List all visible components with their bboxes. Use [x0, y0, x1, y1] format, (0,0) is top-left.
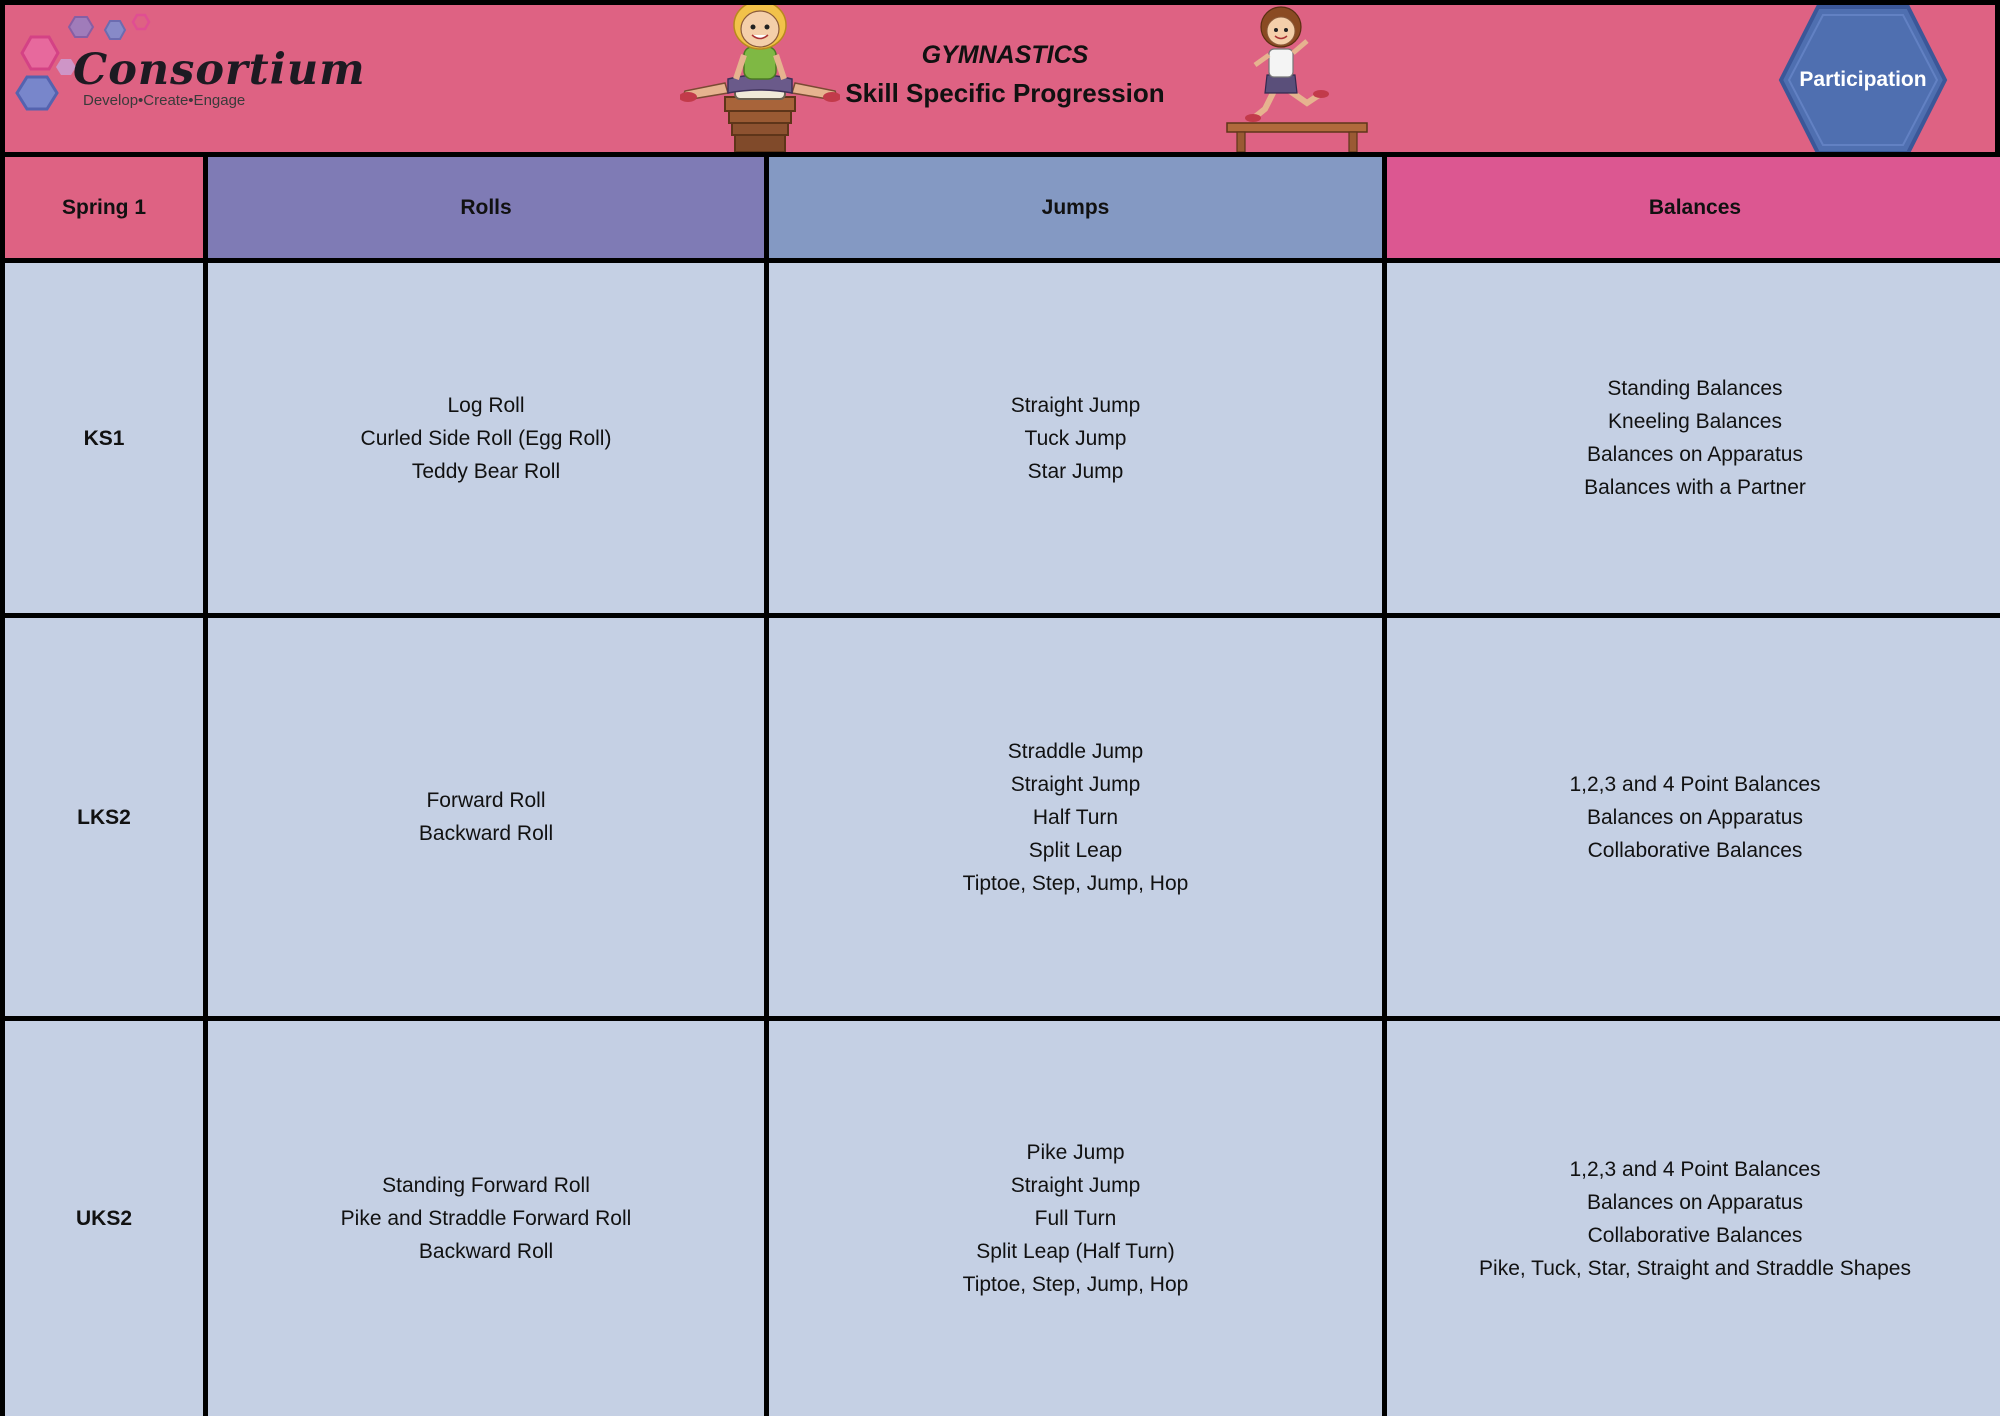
- cell-uks2-rolls: Standing Forward Roll Pike and Straddle …: [208, 1021, 764, 1416]
- list-item: Backward Roll: [418, 822, 554, 845]
- beam-girl-illustration: [1226, 6, 1368, 152]
- list-item: Collaborative Balances: [1587, 838, 1803, 862]
- hexagon-badge-icon: [1778, 5, 1948, 152]
- cell-ks1-rolls: Log Roll Curled Side Roll (Egg Roll) Ted…: [208, 263, 764, 613]
- list-item: Log Roll: [447, 393, 525, 417]
- list-item: Tuck Jump: [1024, 426, 1127, 450]
- term-header: Spring 1: [5, 157, 203, 258]
- hexagon-cluster-icon: [15, 13, 151, 111]
- row-label-lks2: LKS2: [5, 618, 203, 1016]
- list-item: Forward Roll: [426, 789, 546, 812]
- column-header-jumps: Jumps: [769, 157, 1382, 258]
- list-item: Pike Jump: [1026, 1141, 1125, 1164]
- cell-ks1-jumps: Straight Jump Tuck Jump Star Jump: [769, 263, 1382, 613]
- participation-badge: Participation: [1773, 5, 1953, 152]
- cell-uks2-jumps: Pike Jump Straight Jump Full Turn Split …: [769, 1021, 1382, 1416]
- list-item: Pike, Tuck, Star, Straight and Straddle …: [1479, 1256, 1911, 1280]
- list-item: Pike and Straddle Forward Roll: [340, 1207, 632, 1230]
- list-item: 1,2,3 and 4 Point Balances: [1569, 1157, 1821, 1181]
- cell-lks2-balances: 1,2,3 and 4 Point Balances Balances on A…: [1387, 618, 2000, 1016]
- vaulting-girl-illustration: [680, 5, 840, 152]
- list-item: Balances with a Partner: [1584, 476, 1806, 499]
- row-label-uks2: UKS2: [5, 1021, 203, 1416]
- list-item: Teddy Bear Roll: [411, 459, 561, 483]
- list-item: Standing Balances: [1607, 377, 1783, 400]
- list-item: Full Turn: [1034, 1207, 1117, 1230]
- page-title: GYMNASTICS: [921, 41, 1089, 69]
- list-item: Split Leap (Half Turn): [976, 1240, 1175, 1263]
- list-item: Collaborative Balances: [1587, 1223, 1803, 1247]
- logo-wordmark: Consortium: [73, 45, 366, 95]
- cell-lks2-jumps: Straddle Jump Straight Jump Half Turn Sp…: [769, 618, 1382, 1016]
- header-banner: Consortium Develop•Create•Engage GY: [5, 5, 1995, 152]
- badge-label: Participation: [1799, 68, 1927, 91]
- list-item: Balances on Apparatus: [1587, 443, 1803, 466]
- list-item: Star Jump: [1027, 459, 1124, 483]
- row-label-ks1: KS1: [5, 263, 203, 613]
- list-item: Straddle Jump: [1007, 739, 1144, 763]
- list-item: Tiptoe, Step, Jump, Hop: [962, 1273, 1189, 1296]
- list-item: Straight Jump: [1010, 772, 1141, 796]
- list-item: Straight Jump: [1010, 393, 1141, 417]
- logo-tagline: Develop•Create•Engage: [83, 92, 246, 109]
- cell-lks2-rolls: Forward Roll Backward Roll: [208, 618, 764, 1016]
- list-item: Balances on Apparatus: [1587, 1190, 1803, 1214]
- list-item: Split Leap: [1028, 838, 1123, 862]
- title-block: GYMNASTICS Skill Specific Progression: [785, 37, 1225, 113]
- list-item: Curled Side Roll (Egg Roll): [360, 426, 612, 450]
- list-item: Straight Jump: [1010, 1174, 1141, 1197]
- column-header-balances: Balances: [1387, 157, 2000, 258]
- list-item: 1,2,3 and 4 Point Balances: [1569, 772, 1821, 796]
- cell-ks1-balances: Standing Balances Kneeling Balances Bala…: [1387, 263, 2000, 613]
- column-header-rolls: Rolls: [208, 157, 764, 258]
- cell-uks2-balances: 1,2,3 and 4 Point Balances Balances on A…: [1387, 1021, 2000, 1416]
- list-item: Kneeling Balances: [1608, 410, 1782, 433]
- page-subtitle: Skill Specific Progression: [845, 78, 1165, 108]
- list-item: Standing Forward Roll: [382, 1174, 590, 1197]
- progression-table: Spring 1 Rolls Jumps Balances KS1 Log Ro…: [0, 152, 2000, 1416]
- list-item: Half Turn: [1032, 805, 1119, 829]
- list-item: Balances on Apparatus: [1587, 805, 1803, 829]
- consortium-logo: Consortium Develop•Create•Engage: [15, 9, 365, 119]
- list-item: Tiptoe, Step, Jump, Hop: [962, 871, 1189, 895]
- list-item: Backward Roll: [418, 1240, 554, 1263]
